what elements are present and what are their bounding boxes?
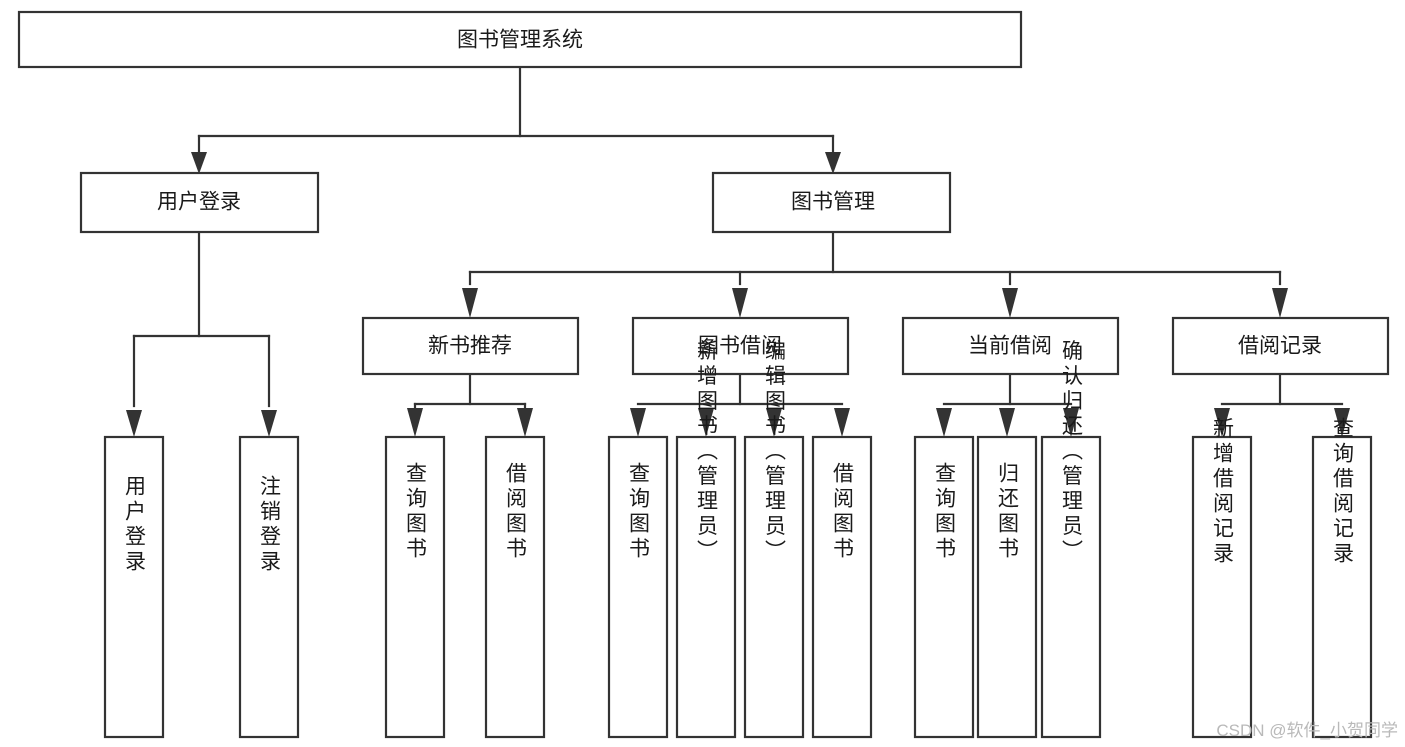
node-new-book-rec[interactable]: 新书推荐: [361, 316, 580, 376]
leaf-logout-login-label: 注销登录: [258, 475, 282, 575]
leaf-query-book-1-label: 查询图书: [404, 462, 428, 562]
arrow-head-borrow-record: [1272, 288, 1288, 318]
connectors: [126, 65, 1350, 437]
leaf-return-book-box[interactable]: [976, 435, 1038, 739]
node-root[interactable]: 图书管理系统: [17, 10, 1023, 69]
node-borrow-record-box[interactable]: [1171, 316, 1390, 376]
node-user-login-box[interactable]: [79, 171, 320, 234]
leaf-borrow-book-1-box[interactable]: [484, 435, 546, 739]
arrow-head-book-manage: [825, 152, 841, 174]
arrow-head-leaf-edit-book: [766, 408, 782, 437]
arrow-head-leaf-borrow-book-1: [517, 408, 533, 437]
leaf-borrow-book-2-box[interactable]: [811, 435, 873, 739]
leaf-query-book-1-box[interactable]: [384, 435, 446, 739]
arrow-head-current-borrow: [1002, 288, 1018, 318]
arrow-head-leaf-query-book-1: [407, 408, 423, 437]
leaf-borrow-book-2-label: 借阅图书: [831, 462, 855, 562]
node-new-book-rec-box[interactable]: [361, 316, 580, 376]
leaf-query-record-label: 查询借阅记录: [1331, 417, 1355, 567]
leaf-query-book-3-label: 查询图书: [933, 462, 957, 562]
node-root-box[interactable]: [17, 10, 1023, 69]
leaf-edit-book-box[interactable]: [743, 435, 805, 739]
leaf-user-login[interactable]: 用户登录: [103, 435, 165, 739]
csdn-watermark: CSDN @软件_小贺同学: [1216, 721, 1398, 740]
arrow-head-leaf-borrow-book-2: [834, 408, 850, 437]
leaf-confirm-return[interactable]: 确认归还（管理员）: [1040, 340, 1102, 739]
leaf-return-book[interactable]: 归还图书: [976, 435, 1038, 739]
arrow-head-leaf-confirm-return: [1063, 408, 1079, 437]
leaf-user-login-box[interactable]: [103, 435, 165, 739]
leaf-query-book-2[interactable]: 查询图书: [607, 435, 669, 739]
leaf-add-record-label: 新增借阅记录: [1211, 417, 1235, 567]
leaf-edit-book-label: 编辑图书（管理员）: [763, 340, 787, 565]
leaf-borrow-book-1-label: 借阅图书: [504, 462, 528, 562]
leaf-query-book-2-label: 查询图书: [627, 462, 651, 562]
arrow-head-user-login: [191, 152, 207, 174]
leaf-add-book-label: 新增图书（管理员）: [695, 340, 719, 565]
node-borrow-record[interactable]: 借阅记录: [1171, 316, 1390, 376]
leaf-logout-login-box[interactable]: [238, 435, 300, 739]
node-borrow-record-label: 借阅记录: [1238, 335, 1322, 358]
arrow-head-leaf-user-login: [126, 410, 142, 437]
node-book-borrow-box[interactable]: [631, 316, 850, 376]
leaf-query-book-2-box[interactable]: [607, 435, 669, 739]
node-book-borrow-label: 图书借阅: [698, 335, 782, 358]
arrow-head-leaf-logout-login: [261, 410, 277, 437]
arrow-head-new-book-rec: [462, 288, 478, 318]
leaf-user-login-label: 用户登录: [123, 475, 147, 575]
node-user-login-label: 用户登录: [157, 191, 241, 214]
leaf-edit-book[interactable]: 编辑图书（管理员）: [743, 340, 805, 739]
leaf-confirm-return-label: 确认归还（管理员）: [1060, 340, 1084, 565]
leaf-query-book-3-box[interactable]: [913, 435, 975, 739]
leaf-query-book-1[interactable]: 查询图书: [384, 435, 446, 739]
node-root-label: 图书管理系统: [457, 29, 583, 52]
leaf-borrow-book-2[interactable]: 借阅图书: [811, 435, 873, 739]
node-current-borrow-label: 当前借阅: [968, 335, 1052, 358]
arrow-head-leaf-query-record: [1334, 408, 1350, 437]
arrow-head-leaf-add-book: [698, 408, 714, 437]
leaf-add-record-box[interactable]: [1191, 435, 1253, 739]
leaf-logout-login[interactable]: 注销登录: [238, 435, 300, 739]
node-current-borrow[interactable]: 当前借阅: [901, 316, 1120, 376]
node-current-borrow-box[interactable]: [901, 316, 1120, 376]
leaf-add-book-box[interactable]: [675, 435, 737, 739]
node-book-manage[interactable]: 图书管理: [711, 171, 952, 234]
node-book-manage-label: 图书管理: [791, 191, 875, 214]
arrow-head-book-borrow: [732, 288, 748, 318]
node-book-manage-box[interactable]: [711, 171, 952, 234]
node-new-book-rec-label: 新书推荐: [428, 335, 512, 358]
leaf-return-book-label: 归还图书: [996, 462, 1020, 562]
leaf-query-record-box[interactable]: [1311, 435, 1373, 739]
leaf-query-book-3[interactable]: 查询图书: [913, 435, 975, 739]
node-user-login[interactable]: 用户登录: [79, 171, 320, 234]
arrow-head-leaf-return-book: [999, 408, 1015, 437]
leaf-add-book[interactable]: 新增图书（管理员）: [675, 340, 737, 739]
arrow-head-leaf-add-record: [1214, 408, 1230, 437]
leaf-confirm-return-box[interactable]: [1040, 435, 1102, 739]
leaf-borrow-book-1[interactable]: 借阅图书: [484, 435, 546, 739]
node-book-borrow[interactable]: 图书借阅: [631, 316, 850, 376]
arrow-head-leaf-query-book-2: [630, 408, 646, 437]
leaf-query-record[interactable]: 查询借阅记录: [1311, 417, 1373, 739]
arrow-head-leaf-query-book-3: [936, 408, 952, 437]
leaf-add-record[interactable]: 新增借阅记录: [1191, 417, 1253, 739]
